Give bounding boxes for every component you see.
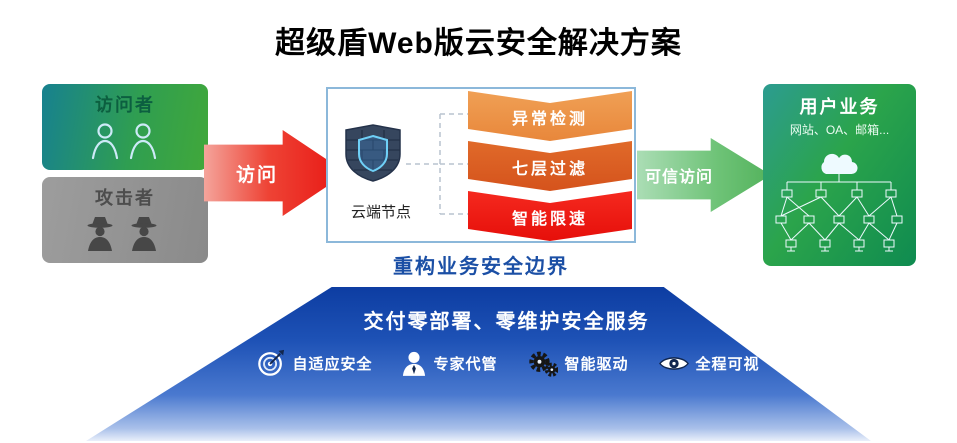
cloud-node-label: 云端节点 xyxy=(350,204,411,221)
network-topology-icon xyxy=(775,153,903,252)
security-boundary-caption: 重构业务安全边界 xyxy=(393,256,569,278)
feature-label: 全程可视 xyxy=(695,355,760,373)
expert-icon xyxy=(403,351,426,376)
attacker-spies-icon xyxy=(87,217,157,251)
gears-icon xyxy=(528,351,558,377)
user-business-box: 用户业务 网站、OA、邮箱... xyxy=(763,84,916,266)
dashed-connectors xyxy=(406,113,468,215)
attacker-label: 攻击者 xyxy=(95,188,155,208)
service-pyramid: 交付零部署、零维护安全服务 自适应安全 专家代管 xyxy=(86,287,871,441)
feature-label: 专家代管 xyxy=(433,355,498,373)
user-business-subtitle: 网站、OA、邮箱... xyxy=(789,123,890,137)
feature-label: 智能驱动 xyxy=(564,355,629,373)
banner-anomaly-detection-label: 异常检测 xyxy=(511,111,588,128)
banner-smart-rate-limit-label: 智能限速 xyxy=(511,211,588,228)
cloud-node-panel: 云端节点 异常检测 七层过滤 智能限速 xyxy=(326,87,636,243)
feature-full-visibility: 全程可视 xyxy=(658,353,760,374)
visitor-label: 访问者 xyxy=(95,95,155,115)
access-arrow-label: 访问 xyxy=(236,164,279,186)
page-title: 超级盾Web版云安全解决方案 xyxy=(275,27,682,60)
shield-icon xyxy=(345,124,401,182)
attacker-box: 攻击者 xyxy=(42,177,208,263)
banner-layer7-filter-label: 七层过滤 xyxy=(511,161,588,178)
trusted-access-label: 可信访问 xyxy=(645,169,714,186)
feature-adaptive-security: 自适应安全 xyxy=(257,349,372,377)
visitor-persons-icon xyxy=(91,123,157,160)
feature-intelligence-driven: 智能驱动 xyxy=(528,350,629,377)
eye-icon xyxy=(658,356,689,370)
target-icon xyxy=(258,349,285,376)
visitor-box: 访问者 xyxy=(42,84,208,170)
feature-expert-managed: 专家代管 xyxy=(402,350,497,376)
pyramid-title: 交付零部署、零维护安全服务 xyxy=(363,311,650,333)
trusted-access-arrow: 可信访问 xyxy=(637,138,771,212)
feature-label: 自适应安全 xyxy=(292,355,373,373)
feature-row: 自适应安全 专家代管 智能驱动 xyxy=(86,343,871,383)
user-business-title: 用户业务 xyxy=(799,97,880,117)
